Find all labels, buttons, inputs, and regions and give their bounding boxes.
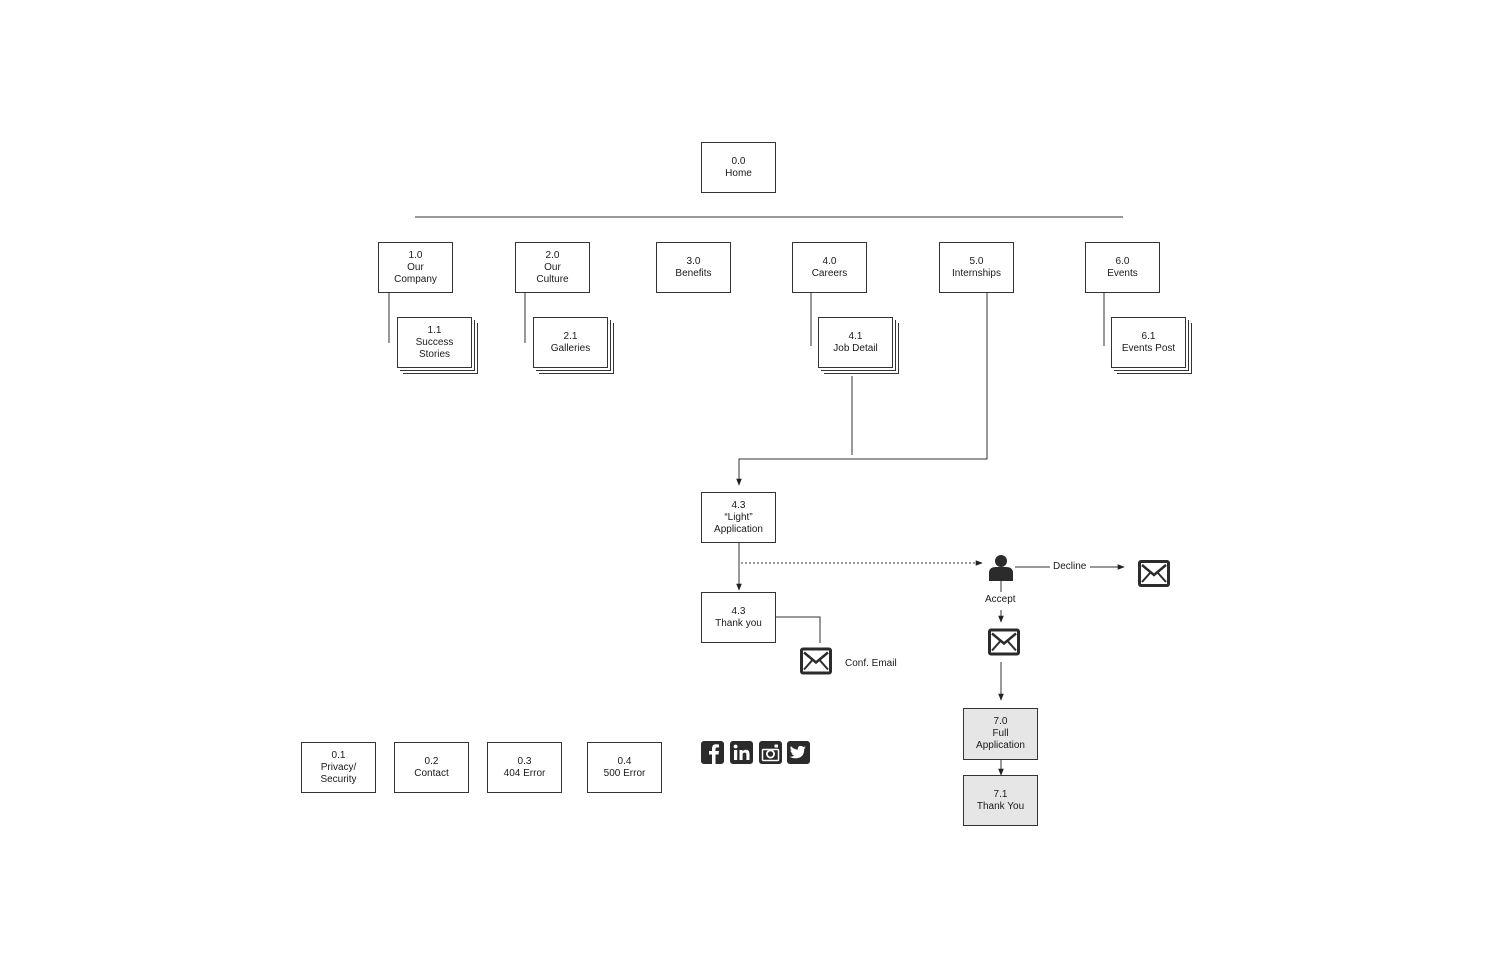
node-full-application: 7.0 Full Application [963,708,1038,760]
node-benefits: 3.0 Benefits [656,242,731,293]
node-500-id: 0.4 [617,755,632,767]
node-thank-you-full-title: Thank You [976,800,1025,812]
node-light-application-title-line2: Application [714,523,763,535]
node-thank-you-light-title: Thank you [715,617,762,629]
node-contact-id: 0.2 [424,755,439,767]
node-home: 0.0 Home [701,142,776,193]
node-light-application: 4.3 “Light” Application [701,492,776,543]
node-events: 6.0 Events [1085,242,1160,293]
node-success-stories: 1.1 Success Stories [397,317,472,368]
node-success-stories-id: 1.1 [427,324,442,336]
node-internships-id: 5.0 [969,255,984,267]
node-full-application-id: 7.0 [993,716,1008,727]
conf-email-envelope-icon [800,647,832,675]
accept-envelope-icon [988,628,1020,656]
accept-label: Accept [985,594,1016,605]
instagram-icon[interactable] [759,741,782,764]
node-our-culture-title-line1: Our [544,261,561,273]
node-full-application-title-line1: Full [992,728,1009,739]
node-privacy-title-line1: Privacy/ [320,761,357,773]
node-our-company-title-line1: Our [407,261,424,273]
node-our-company-id: 1.0 [408,249,423,261]
node-careers: 4.0 Careers [792,242,867,293]
decline-envelope-icon [1138,560,1170,587]
node-benefits-id: 3.0 [686,255,701,267]
twitter-icon[interactable] [787,741,810,764]
facebook-icon[interactable] [701,741,724,764]
node-contact: 0.2 Contact [394,742,469,793]
node-contact-title: Contact [414,767,449,779]
node-404-title: 404 Error [503,767,546,779]
node-home-id: 0.0 [731,155,746,167]
node-our-culture-id: 2.0 [545,249,560,261]
node-our-company-title-line2: Company [394,273,437,285]
node-job-detail: 4.1 Job Detail [818,317,893,368]
node-galleries-id: 2.1 [563,330,578,342]
node-job-detail-title: Job Detail [833,342,878,354]
node-full-application-title-line2: Application [976,740,1025,751]
node-events-post-id: 6.1 [1141,330,1156,342]
node-light-application-title-line1: “Light” [724,511,753,523]
node-404-id: 0.3 [517,755,532,767]
person-icon [989,555,1013,581]
node-thank-you-full-id: 7.1 [993,788,1008,800]
node-galleries: 2.1 Galleries [533,317,608,368]
conf-email-label: Conf. Email [845,658,897,669]
node-thank-you-full: 7.1 Thank You [963,775,1038,826]
connector-thank-you-to-email [776,616,821,643]
node-thank-you-light: 4.3 Thank you [701,592,776,643]
node-events-title: Events [1107,267,1138,279]
node-our-company: 1.0 Our Company [378,242,453,293]
node-privacy-title-line2: Security [320,773,357,785]
node-privacy-id: 0.1 [331,749,346,761]
node-events-post-title: Events Post [1121,342,1176,354]
node-privacy-security: 0.1 Privacy/ Security [301,742,376,793]
node-galleries-title: Galleries [550,342,591,354]
linkedin-icon[interactable] [730,741,753,764]
node-500-error: 0.4 500 Error [587,742,662,793]
node-our-culture: 2.0 Our Culture [515,242,590,293]
node-thank-you-light-id: 4.3 [731,605,746,617]
node-benefits-title: Benefits [675,267,712,279]
node-light-application-id: 4.3 [731,499,746,511]
decline-label: Decline [1053,561,1087,572]
node-success-stories-title-line2: Stories [418,348,451,360]
node-job-detail-id: 4.1 [848,330,863,342]
node-home-title: Home [725,167,752,179]
node-events-post: 6.1 Events Post [1111,317,1186,368]
node-internships-title: Internships [952,267,1001,279]
node-careers-title: Careers [811,267,848,279]
connector-internships-to-light-application [736,293,988,486]
node-success-stories-title-line1: Success [415,336,454,348]
node-events-id: 6.0 [1115,255,1130,267]
node-careers-id: 4.0 [822,255,837,267]
node-internships: 5.0 Internships [939,242,1014,293]
node-our-culture-title-line2: Culture [536,273,569,285]
node-500-title: 500 Error [603,767,646,779]
node-404-error: 0.3 404 Error [487,742,562,793]
